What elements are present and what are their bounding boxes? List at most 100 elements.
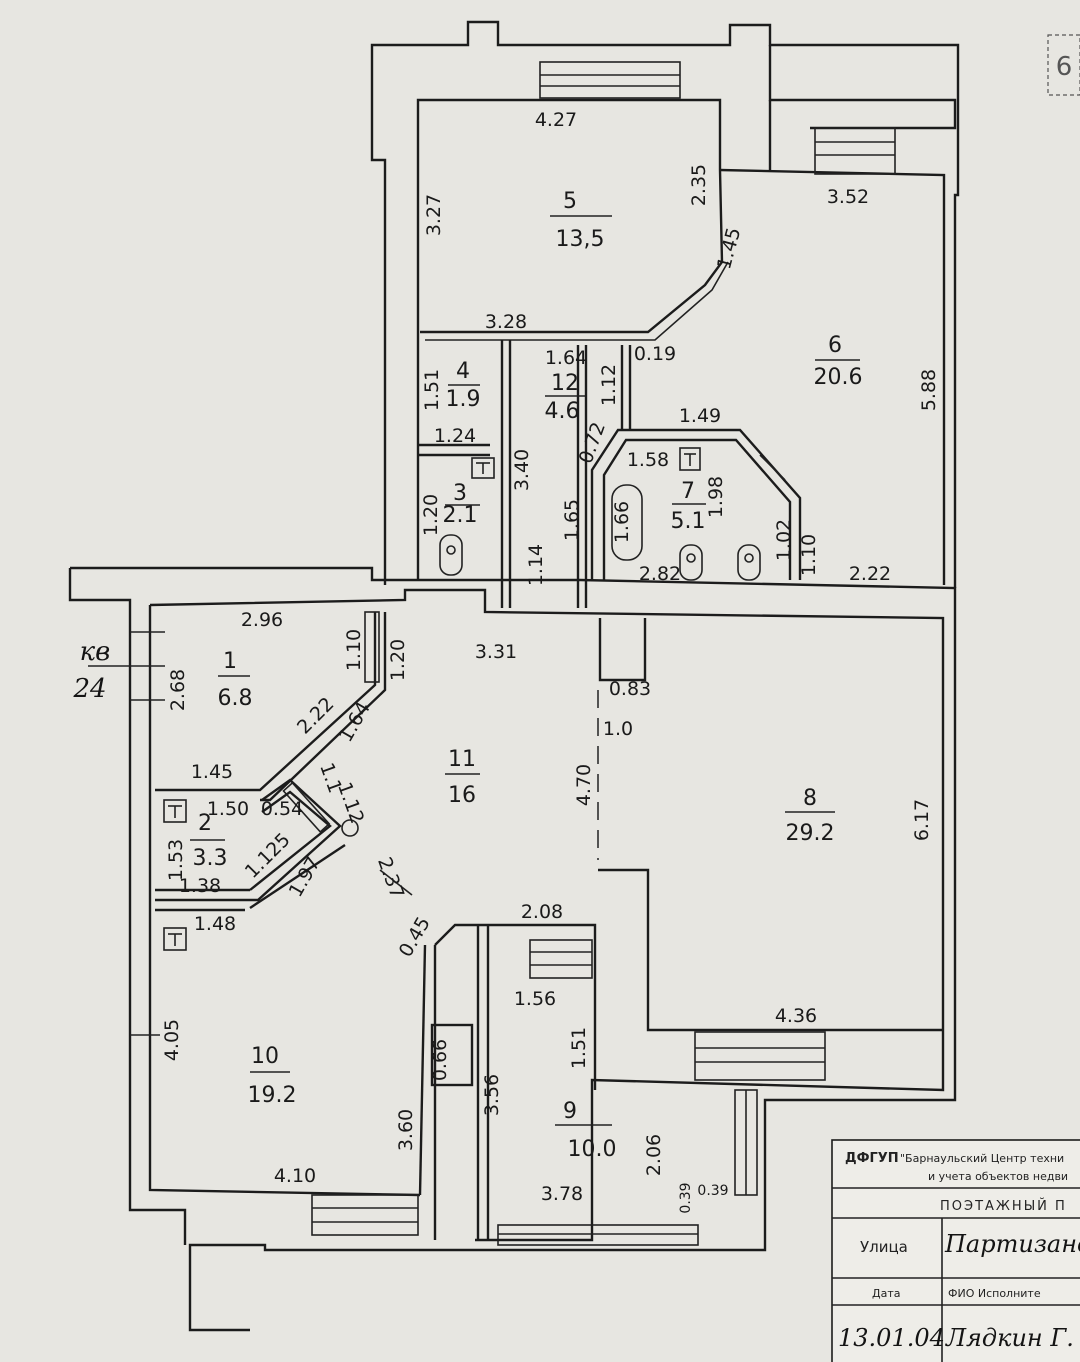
windows: [282, 61, 896, 1246]
room-number: 7: [681, 479, 695, 504]
room-labels: 1 6.8 2 3.3 3 2.1 4 1.9 5 13,5 6 20.6 7 …: [193, 189, 863, 1162]
dimension: 0.54: [261, 798, 303, 820]
room-number: 1: [223, 649, 237, 674]
room-area: 4.6: [545, 399, 580, 424]
dimension: 2.68: [167, 669, 189, 711]
dimension: 0.39: [678, 1182, 694, 1213]
room-label: 3 2.1: [443, 481, 478, 528]
dimension: 1.65: [561, 499, 583, 541]
stamp-executor-label: ФИО Исполните: [948, 1287, 1041, 1300]
room-number: 12: [551, 371, 579, 396]
toilet-icon: [439, 534, 463, 576]
room-area: 20.6: [814, 365, 863, 390]
dimension: 1.20: [387, 639, 409, 681]
dimension: 1.12: [598, 364, 620, 406]
stamp-doc-type: ПОЭТАЖНЫЙ П: [940, 1198, 1067, 1214]
bathtub-icon: [611, 484, 643, 561]
room-area: 2.1: [443, 503, 478, 528]
dimension: 6.17: [911, 799, 933, 841]
room-label: 5 13,5: [556, 189, 605, 252]
dimension: 1.49: [679, 405, 721, 427]
room-area: 29.2: [786, 821, 835, 846]
dimension: 3.56: [481, 1074, 503, 1116]
dimension: 1.50: [207, 798, 249, 820]
dimension: 1.58: [627, 449, 669, 471]
dimension: 1.98: [705, 476, 727, 518]
room-label: 4 1.9: [446, 359, 481, 412]
stamp-street-label: Улица: [860, 1238, 908, 1256]
dimension: 4.36: [775, 1005, 817, 1027]
dimension: 4.05: [161, 1019, 183, 1061]
dimension: 2.06: [643, 1134, 665, 1176]
dimension: 3.31: [475, 641, 517, 663]
partitions: [155, 169, 943, 1240]
room-label: 6 20.6: [814, 333, 863, 390]
room-area: 5.1: [671, 509, 706, 534]
stamp-executor-value: Лядкин Г.: [945, 1324, 1074, 1352]
dimension: 1.20: [420, 494, 442, 536]
dimension: 1.66: [611, 501, 633, 543]
room-label: 1 6.8: [218, 649, 253, 711]
room-number: 11: [448, 747, 476, 772]
room-number: 4: [456, 359, 470, 384]
dimension: 2.82: [639, 563, 681, 585]
room-number: 9: [563, 1099, 577, 1124]
apartment-label-line2: 24: [72, 674, 106, 704]
room-number: 6: [828, 333, 842, 358]
room-area: 3.3: [193, 846, 228, 871]
room-area: 13,5: [556, 227, 605, 252]
sink-icon: [471, 457, 495, 479]
room-number: 2: [198, 811, 212, 836]
corner-mark-frame: [1047, 34, 1080, 96]
dimension: 1.14: [525, 544, 547, 586]
dimension: 3.40: [511, 449, 533, 491]
room-area: 6.8: [218, 686, 253, 711]
title-stamp: ДФГУП "Барнаульский Центр техни и учета …: [831, 1139, 1080, 1362]
dimension: 0.66: [429, 1039, 451, 1081]
apartment-label-line1: кв: [80, 637, 111, 667]
dimension: 1.38: [179, 875, 221, 897]
sink-icon: [163, 927, 187, 951]
room-area: 19.2: [248, 1083, 297, 1108]
dimension: 5.88: [918, 369, 940, 411]
dimension: 1.48: [194, 913, 236, 935]
stamp-street-value: Партизанск: [944, 1230, 1080, 1258]
dimension: 2.35: [688, 164, 710, 206]
dimension: 2.22: [849, 563, 891, 585]
dimension: 1.45: [191, 761, 233, 783]
dimension: 3.28: [485, 311, 527, 333]
dimension: 2.08: [521, 901, 563, 923]
room-area: 16: [448, 783, 476, 808]
dimension: 1.64: [545, 347, 587, 369]
dimension: 3.27: [423, 194, 445, 236]
stamp-org-prefix: ДФГУП: [845, 1151, 899, 1166]
room-label-underlines: [190, 215, 860, 1126]
toilet-icon: [679, 544, 703, 581]
dimension: 1.56: [514, 988, 556, 1010]
outer-walls: [68, 20, 960, 1332]
room-label: 11 16: [448, 747, 476, 808]
corner-mark: 6: [1056, 52, 1073, 82]
dimension: 1.10: [798, 534, 820, 576]
room-label: 2 3.3: [193, 811, 228, 871]
dimension: 3.78: [541, 1183, 583, 1205]
room-number: 5: [563, 189, 577, 214]
room-label: 7 5.1: [671, 479, 706, 534]
dimension: 1.02: [773, 519, 795, 561]
room-area: 10.0: [568, 1137, 617, 1162]
dimension: 1.10: [343, 629, 365, 671]
dimension: 0.39: [697, 1183, 728, 1199]
dimension: 1.24: [434, 425, 476, 447]
sink-icon: [679, 447, 701, 471]
dimension: 4.70: [573, 764, 595, 806]
room-area: 1.9: [446, 387, 481, 412]
dimension: 4.27: [535, 109, 577, 131]
room-number: 3: [453, 481, 467, 506]
room-label: 10 19.2: [248, 1044, 297, 1108]
drain-icon: [341, 819, 359, 837]
stamp-org-line1: "Барнаульский Центр техни: [900, 1152, 1064, 1165]
dimension: 4.10: [274, 1165, 316, 1187]
sink-icon: [163, 799, 187, 823]
dimension: 1.51: [421, 369, 443, 411]
